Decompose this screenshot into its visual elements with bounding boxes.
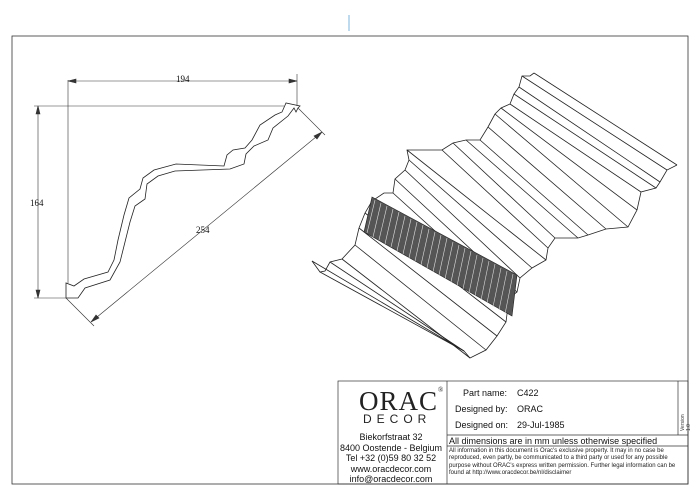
designed-on-label: Designed on: [455,420,509,430]
orac-logo: ORAC® [359,386,444,417]
company-address: Biekorfstraat 32 8400 Oostende - Belgium… [335,432,447,485]
address-city: 8400 Oostende - Belgium [339,442,443,453]
version-label: Version 1.0 [680,414,692,431]
address-website[interactable]: www.oracdecor.com [350,463,432,474]
isometric-view [311,72,678,359]
part-name-value: C422 [517,388,539,398]
dimensions-note: All dimensions are in mm unless otherwis… [449,436,658,446]
dentil-band [363,196,518,317]
designed-on-value: 29-Jul-1985 [517,420,565,430]
profile-section [65,102,301,299]
address-email[interactable]: info@oracdecor.com [349,474,433,484]
part-name-label: Part name: [463,388,508,398]
logo-sub-text: DECOR [363,412,432,426]
designed-by-label: Designed by: [455,404,508,414]
logo-main-text: ORAC [359,386,439,416]
dimension-height: 164 [30,198,44,208]
address-street: Biekorfstraat 32 [359,432,423,442]
address-phone: Tel +32 (0)59 80 32 52 [345,453,437,463]
registered-mark: ® [438,386,445,394]
legal-disclaimer: All information in this document is Orac… [449,448,676,477]
designed-by-value: ORAC [517,404,544,414]
title-block-frame [337,380,689,485]
drawing-border [11,35,689,485]
dimension-width: 194 [176,74,190,84]
dimension-diagonal: 254 [196,225,210,235]
profile-dimensions [34,74,326,327]
